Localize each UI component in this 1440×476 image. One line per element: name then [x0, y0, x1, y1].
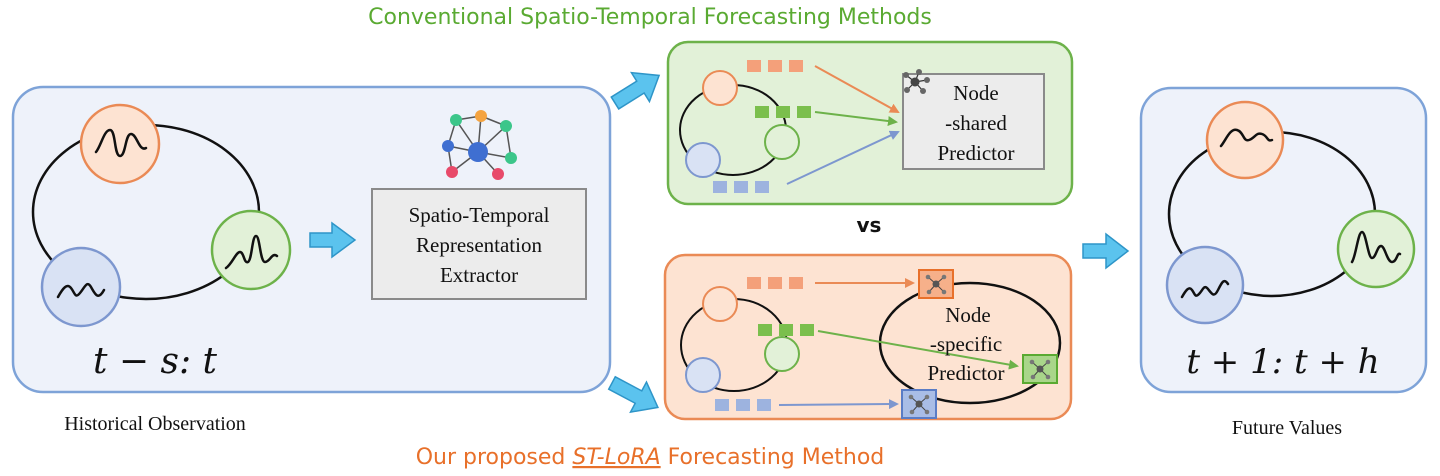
- extractor-line-3: Extractor: [440, 263, 518, 287]
- flow-arrow-up-icon: [610, 71, 661, 110]
- node-specific-predictor-ring: [878, 281, 1062, 405]
- st-lora-name: ST-LoRA: [572, 445, 660, 470]
- specific-predictor-line-2: -specific: [930, 332, 1002, 356]
- node-orange: [79, 103, 161, 185]
- future-node-orange: [1205, 100, 1285, 180]
- green-token-row: [755, 106, 811, 118]
- vs-label: vs: [857, 213, 882, 237]
- prop-node-orange: [702, 286, 738, 322]
- blue-token-row: [713, 181, 769, 193]
- conv-node-orange: [702, 70, 738, 106]
- conventional-methods-title: Conventional Spatio-Temporal Forecasting…: [368, 5, 932, 30]
- proposed-method-panel: Node -specific Predictor: [663, 253, 1073, 421]
- extractor-line-2: Representation: [416, 233, 542, 257]
- future-node-green: [1336, 209, 1416, 289]
- orange-token-row: [747, 60, 803, 72]
- extractor-line-1: Spatio-Temporal: [409, 203, 550, 227]
- flow-arrow-down-icon: [607, 375, 659, 414]
- shared-predictor-line-1: Node: [953, 81, 999, 105]
- future-node-blue: [1165, 245, 1245, 325]
- green-predictor-icon: [1022, 354, 1058, 384]
- future-values-caption: Future Values: [1232, 417, 1342, 439]
- historical-formula: t − s: t: [93, 341, 218, 382]
- node-shared-predictor-box: [902, 73, 1045, 170]
- conventional-method-panel: Node -shared Predictor: [666, 40, 1074, 206]
- specific-predictor-line-1: Node: [945, 303, 991, 327]
- specific-predictor-line-3: Predictor: [928, 361, 1005, 385]
- small-network-icon: [903, 69, 930, 94]
- flow-arrow-icon: [309, 221, 357, 259]
- representation-extractor-box: Spatio-Temporal Representation Extractor: [371, 188, 587, 300]
- conv-node-blue: [685, 142, 721, 178]
- node-green: [210, 209, 292, 291]
- prop-node-blue: [685, 357, 721, 393]
- flow-arrow-output-icon: [1082, 232, 1130, 270]
- node-blue: [40, 246, 122, 328]
- proposed-method-title: Our proposed ST-LoRA Forecasting Method: [416, 445, 885, 470]
- network-graph-icon: [442, 110, 517, 180]
- blue-predictor-icon: [901, 389, 937, 419]
- conv-node-green: [764, 124, 800, 160]
- orange-predictor-icon: [918, 269, 954, 299]
- prop-node-green: [764, 336, 800, 372]
- shared-predictor-line-3: Predictor: [938, 141, 1015, 165]
- shared-predictor-line-2: -shared: [945, 111, 1007, 135]
- future-formula: t + 1: t + h: [1186, 342, 1379, 382]
- future-values-panel: t + 1: t + h: [1139, 86, 1428, 394]
- historical-observation-caption: Historical Observation: [64, 413, 246, 435]
